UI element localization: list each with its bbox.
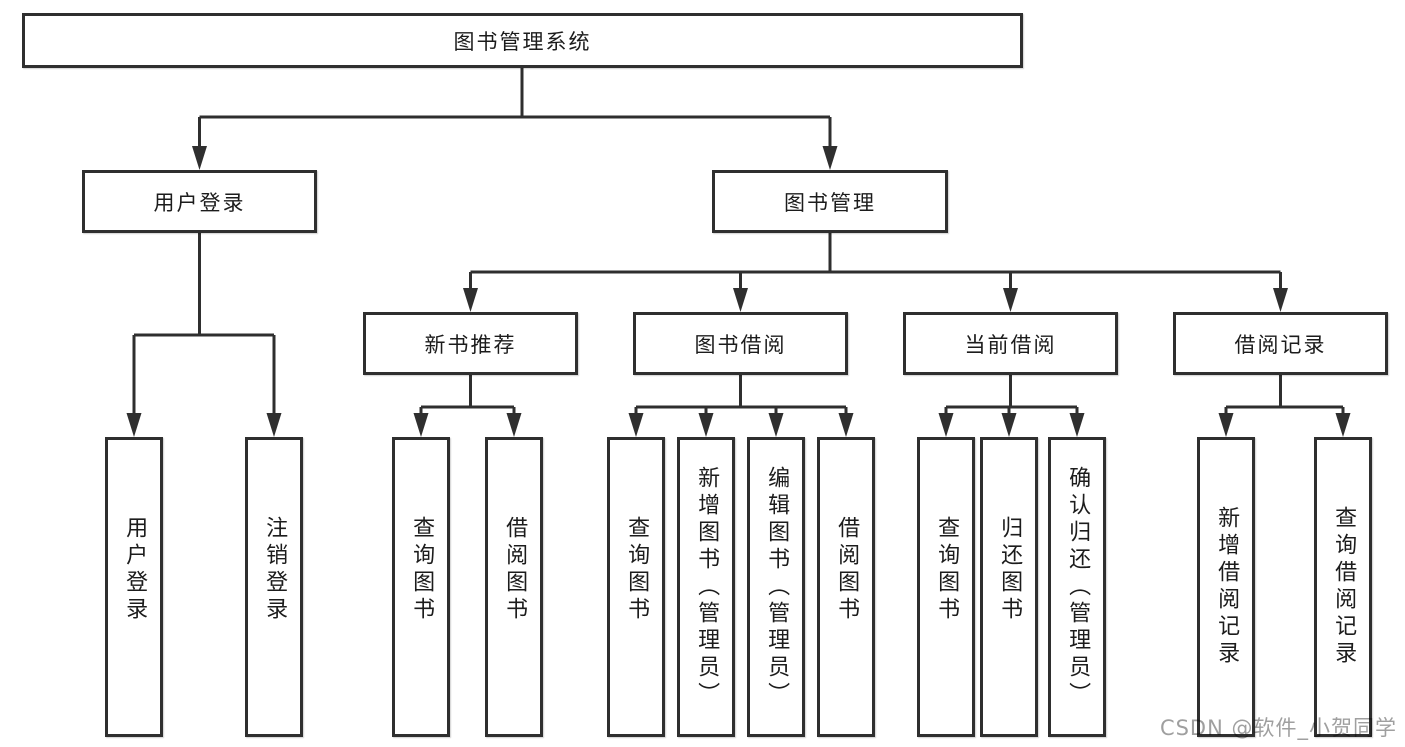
node-book-borrow-label: 图书借阅 bbox=[694, 332, 787, 357]
connector-root-to-level1 bbox=[198, 68, 832, 150]
leaf-rec-borrow-book-label: 借阅图书 bbox=[502, 516, 528, 624]
connector-borrowrecords-to-leaves bbox=[1224, 375, 1345, 420]
arrowheads bbox=[126, 146, 1351, 437]
leaf-borrow-edit-book-admin-label: 编辑图书（管理员） bbox=[764, 465, 790, 709]
connector-newbookrec-to-leaves bbox=[419, 375, 516, 420]
node-book-borrow: 图书借阅 bbox=[633, 312, 848, 375]
leaf-logout: 注销登录 bbox=[245, 437, 303, 737]
node-current-borrow: 当前借阅 bbox=[903, 312, 1118, 375]
leaf-record-query-borrow-record: 查询借阅记录 bbox=[1314, 437, 1372, 737]
node-new-book-recommend: 新书推荐 bbox=[363, 312, 578, 375]
leaf-user-login-label: 用户登录 bbox=[122, 516, 148, 624]
leaf-record-query-borrow-record-label: 查询借阅记录 bbox=[1331, 506, 1357, 668]
leaf-rec-query-book-label: 查询图书 bbox=[409, 516, 435, 624]
leaf-borrow-borrow-book-label: 借阅图书 bbox=[834, 516, 860, 624]
leaf-borrow-edit-book-admin: 编辑图书（管理员） bbox=[747, 437, 805, 737]
leaf-current-return-book: 归还图书 bbox=[980, 437, 1038, 737]
node-book-management-label: 图书管理 bbox=[784, 190, 876, 215]
node-book-management: 图书管理 bbox=[712, 170, 948, 233]
leaf-current-confirm-return-admin: 确认归还（管理员） bbox=[1048, 437, 1106, 737]
leaf-borrow-borrow-book: 借阅图书 bbox=[817, 437, 875, 737]
node-current-borrow-label: 当前借阅 bbox=[964, 332, 1057, 357]
leaf-borrow-query-book-label: 查询图书 bbox=[624, 516, 650, 624]
connector-bookborrow-to-leaves bbox=[634, 375, 848, 420]
connector-bookmgmt-to-level2 bbox=[469, 233, 1282, 295]
leaf-current-query-book-label: 查询图书 bbox=[934, 516, 960, 624]
node-root: 图书管理系统 bbox=[22, 13, 1023, 68]
node-root-label: 图书管理系统 bbox=[453, 29, 592, 54]
connector-userlogin-to-leaves bbox=[132, 233, 276, 420]
node-user-login: 用户登录 bbox=[82, 170, 317, 233]
leaf-borrow-add-book-admin: 新增图书（管理员） bbox=[677, 437, 735, 737]
leaf-current-confirm-return-admin-label: 确认归还（管理员） bbox=[1065, 465, 1091, 709]
csdn-watermark: CSDN @软件_小贺同学 bbox=[1159, 716, 1397, 740]
node-new-book-recommend-label: 新书推荐 bbox=[424, 332, 517, 357]
leaf-borrow-query-book: 查询图书 bbox=[607, 437, 665, 737]
leaf-logout-label: 注销登录 bbox=[262, 516, 288, 624]
leaf-record-add-borrow-record-label: 新增借阅记录 bbox=[1214, 506, 1240, 668]
node-borrow-records: 借阅记录 bbox=[1173, 312, 1388, 375]
leaf-rec-borrow-book: 借阅图书 bbox=[485, 437, 543, 737]
leaf-borrow-add-book-admin-label: 新增图书（管理员） bbox=[694, 465, 720, 709]
leaf-record-add-borrow-record: 新增借阅记录 bbox=[1197, 437, 1255, 737]
leaf-current-query-book: 查询图书 bbox=[917, 437, 975, 737]
node-borrow-records-label: 借阅记录 bbox=[1234, 332, 1327, 357]
leaf-rec-query-book: 查询图书 bbox=[392, 437, 450, 737]
leaf-current-return-book-label: 归还图书 bbox=[997, 516, 1023, 624]
node-user-login-label: 用户登录 bbox=[153, 190, 246, 215]
leaf-user-login: 用户登录 bbox=[105, 437, 163, 737]
